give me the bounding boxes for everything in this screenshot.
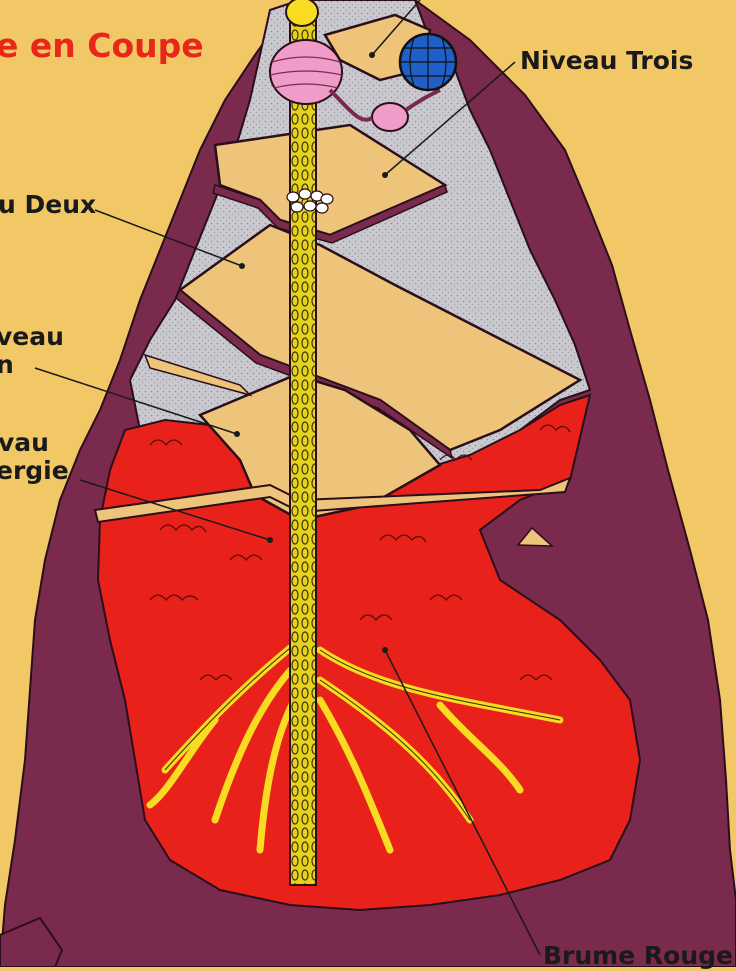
label-level-one-line1: veau [0, 322, 64, 352]
label-level-two: u Deux [0, 190, 96, 220]
pink-pod-large [270, 40, 342, 104]
label-level-three: Niveau Trois [520, 46, 693, 76]
label-energy-line2: ergie [0, 456, 69, 486]
diagram-title: e en Coupe [0, 26, 204, 65]
label-energy-line1: vau [0, 428, 49, 458]
pink-pod-small [372, 103, 408, 131]
label-level-one-line2: n [0, 350, 14, 380]
stalk-tip [286, 0, 318, 26]
central-stalk [290, 20, 316, 885]
